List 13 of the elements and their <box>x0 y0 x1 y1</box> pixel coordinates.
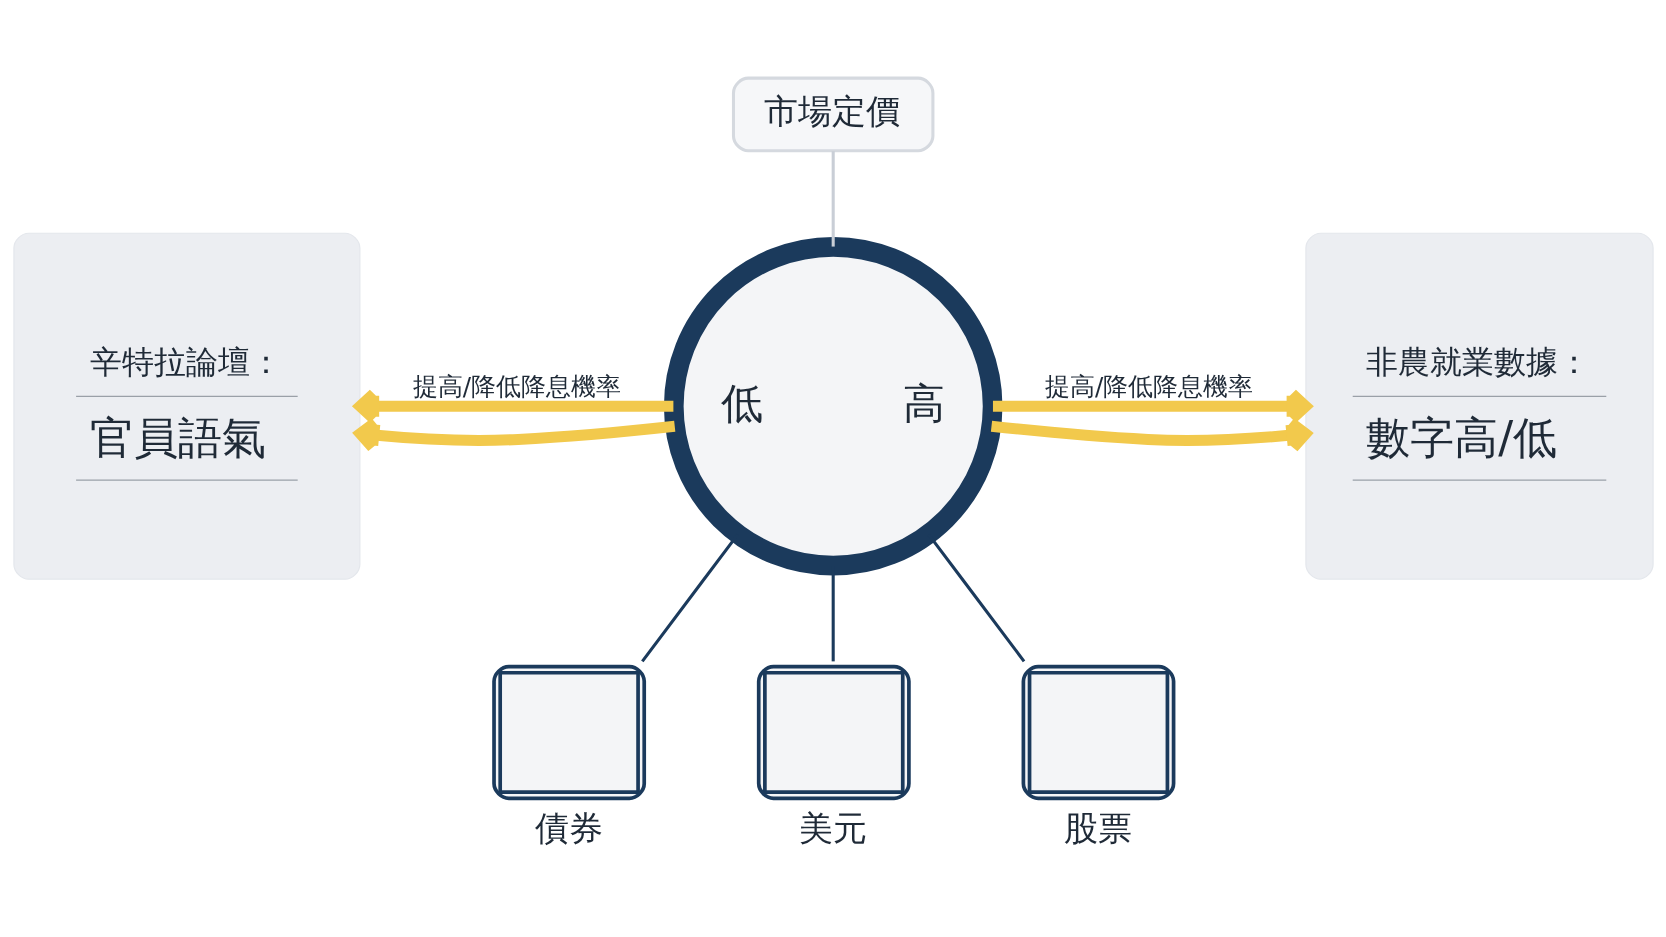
edge-label: 提高/降低降息機率 <box>412 371 621 401</box>
node-box: 辛特拉論壇： 官員語氣 <box>12 232 360 580</box>
node-circle: 低 高 <box>663 236 1002 575</box>
node-label: 債券 <box>534 807 603 848</box>
edge-label: 提高/降低降息機率 <box>1044 371 1253 401</box>
node-box: 非農就業數據： 數字高/低 <box>1304 232 1654 580</box>
arrow <box>353 387 673 424</box>
arrow <box>992 387 1311 424</box>
arrow <box>354 416 675 453</box>
node-label: 美元 <box>798 807 867 848</box>
node-box: 市場定價 <box>731 76 934 152</box>
node-label: 股票 <box>1063 807 1132 848</box>
connector <box>831 150 835 247</box>
